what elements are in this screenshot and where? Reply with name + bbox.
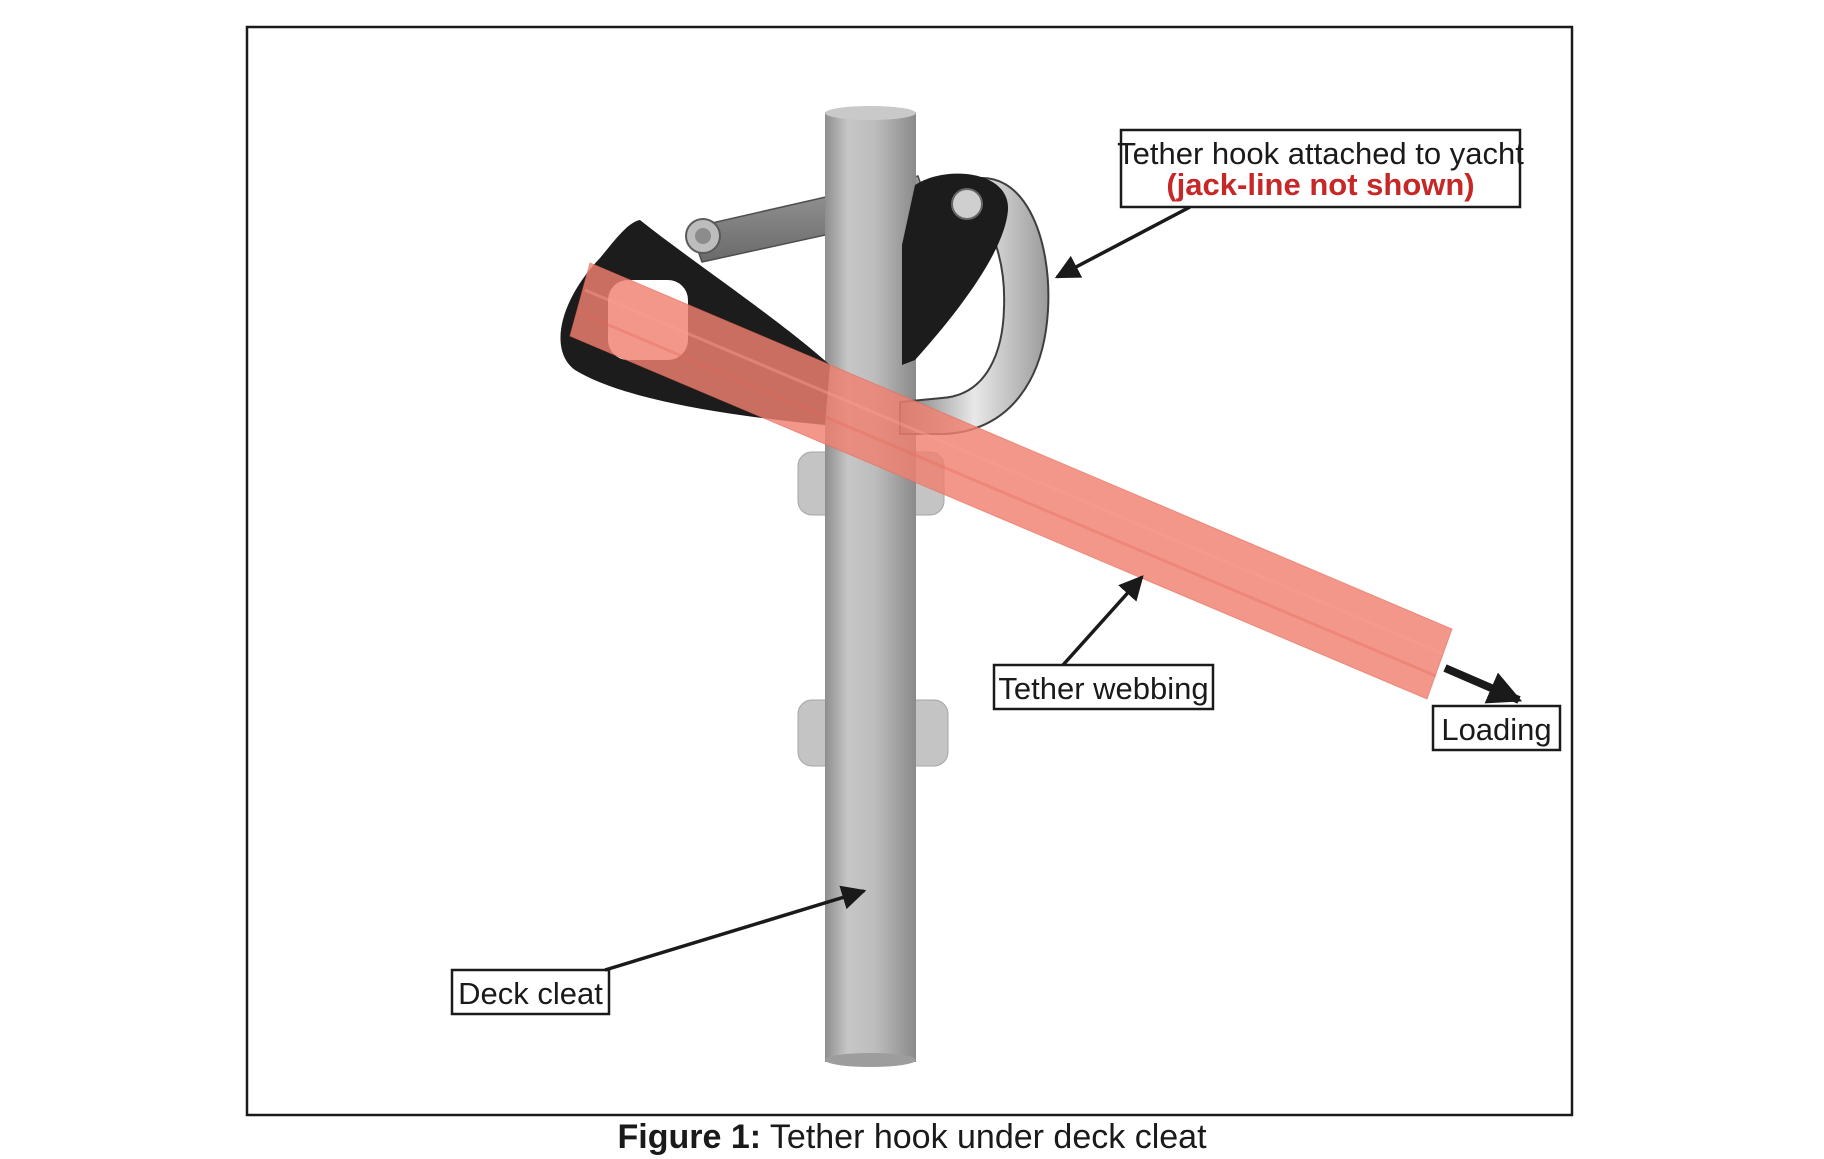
callout-deck-cleat: Deck cleat: [450, 885, 867, 1016]
loading-arrow: [1443, 664, 1523, 704]
callout-loading-label: Loading: [1441, 712, 1551, 747]
arrow-to-hook: [1054, 205, 1191, 279]
figure-caption-label: Figure 1:: [617, 1118, 762, 1156]
callout-tether-hook-line1: Tether hook attached to yacht: [1117, 136, 1524, 171]
arrow-to-cleat: [604, 885, 867, 972]
callout-tether-webbing-label: Tether webbing: [998, 671, 1208, 706]
tether-webbing-strap: [569, 262, 1453, 700]
callout-tether-hook-line2: (jack-line not shown): [1166, 167, 1474, 202]
figure-caption-text: Tether hook under deck cleat: [769, 1118, 1207, 1156]
callout-loading: Loading: [1431, 664, 1562, 752]
callout-deck-cleat-label: Deck cleat: [458, 976, 603, 1011]
callout-tether-webbing: Tether webbing: [992, 575, 1215, 711]
callout-tether-hook: Tether hook attached to yacht (jack-line…: [1054, 128, 1524, 279]
figure-caption: Figure 1: Tether hook under deck cleat: [0, 1118, 1824, 1157]
arrow-to-webbing: [1061, 575, 1144, 667]
